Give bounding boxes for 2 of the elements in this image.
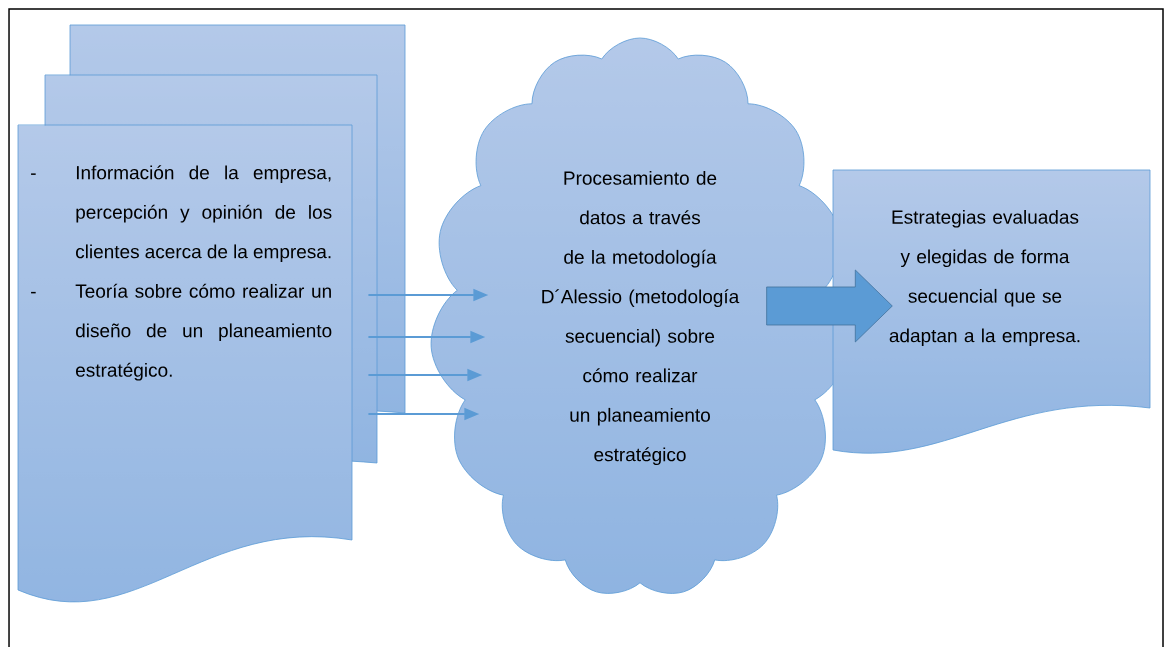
block-arrow	[766, 269, 893, 343]
document-stack: - Información de la empresa, percepción y opinión de los clientes acerca de la empresa. - Teoría sobre cómo realizar un diseño de un planeamiento estratégico.	[17, 24, 406, 603]
